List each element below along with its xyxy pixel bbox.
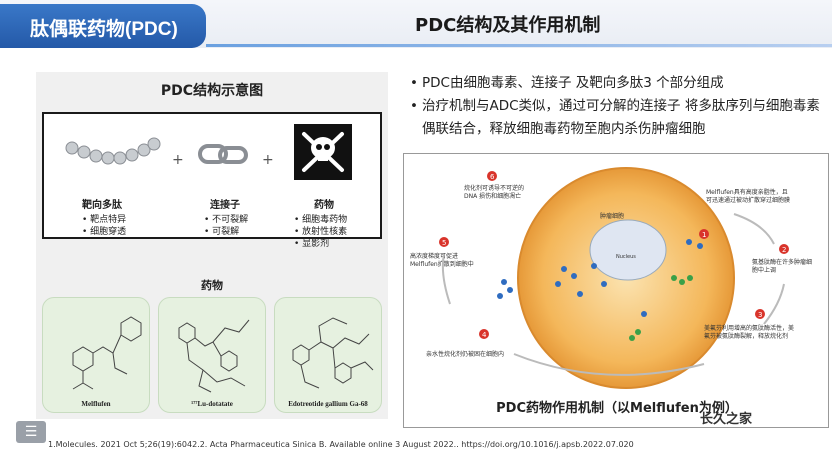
component-linker-list: 不可裂解 可裂解 xyxy=(204,214,248,238)
list-item: 细胞穿透 xyxy=(82,226,126,238)
plus-sign: + xyxy=(262,152,274,168)
drug-name: Melflufen xyxy=(81,400,111,408)
step-6-text: 烷化剂可诱导不可逆的 xyxy=(464,184,524,192)
linker-chain-icon xyxy=(198,144,248,164)
molecule-structure-icon xyxy=(292,317,374,389)
toxin-skull-icon xyxy=(294,124,352,180)
mechanism-caption: PDC药物作用机制（以Melflufen为例） xyxy=(496,401,738,416)
mechanism-illustration: 肿瘤细胞 Nucleus 1 2 3 4 5 6 Melflufen具有高度亲脂… xyxy=(410,167,812,389)
step-1-marker: 1 xyxy=(699,229,709,239)
reference-footer: 1.Molecules. 2021 Oct 5;26(19):6042.2. A… xyxy=(48,440,634,449)
cell-label: 肿瘤细胞 xyxy=(600,212,624,220)
component-drug-list: 细胞毒药物 放射性核素 显影剂 xyxy=(294,214,347,250)
list-item: 放射性核素 xyxy=(294,226,347,238)
drugs-title: 药物 xyxy=(201,279,223,292)
list-item: 靶点特异 xyxy=(82,214,126,226)
step-3-marker: 3 xyxy=(755,309,765,319)
svg-text:1: 1 xyxy=(702,231,706,239)
drug-card-melflufen: Melflufen xyxy=(42,297,150,413)
svg-text:5: 5 xyxy=(442,239,446,247)
header-divider xyxy=(206,44,832,47)
drug-card-lu-dotatate: ¹⁷⁷Lu-dotatate xyxy=(158,297,266,413)
step-2-text: 氨基肽酶在许多肿瘤细 xyxy=(752,258,812,266)
step-5-text: Melflufen扩散到细胞中 xyxy=(410,260,474,268)
component-drug-label: 药物 xyxy=(314,200,334,211)
step-2-text: 胞中上调 xyxy=(752,266,776,274)
bullet-item: PDC由细胞毒素、连接子 及靶向多肽3 个部分组成 xyxy=(410,72,820,95)
list-item: 可裂解 xyxy=(204,226,248,238)
step-5-marker: 5 xyxy=(439,237,449,247)
drug-card-edotreotide: Edotreotide gallium Ga-68 xyxy=(274,297,382,413)
structure-title: PDC结构示意图 xyxy=(160,83,264,99)
component-peptide-label: 靶向多肽 xyxy=(82,200,122,211)
nucleus xyxy=(589,219,667,281)
peptide-chain-icon xyxy=(65,137,161,165)
plus-sign: + xyxy=(172,152,184,168)
list-item: 显影剂 xyxy=(294,238,347,250)
nucleus-label: Nucleus xyxy=(616,254,636,260)
step-1-text: 可迅速通过被动扩散穿过细胞膜 xyxy=(706,196,790,204)
component-linker-label: 连接子 xyxy=(210,200,240,211)
svg-text:3: 3 xyxy=(758,311,762,319)
structure-panel: PDC结构示意图 + + xyxy=(36,72,388,419)
step-4-marker: 4 xyxy=(479,329,489,339)
step-2-marker: 2 xyxy=(779,244,789,254)
step-3-text: 美氟芬利用增高的氨肽酶活性，美 xyxy=(704,324,794,332)
list-item: 不可裂解 xyxy=(204,214,248,226)
header-tab: 肽偶联药物(PDC) xyxy=(0,4,206,48)
step-5-text: 高浓度梯度可促进 xyxy=(410,252,458,260)
section-title: 肽偶联药物(PDC) xyxy=(30,19,178,40)
step-4-text: 亲水性烷化剂仍被困在细胞内 xyxy=(426,350,504,358)
component-peptide-list: 靶点特异 细胞穿透 xyxy=(82,214,126,238)
bullet-item: 治疗机制与ADC类似，通过可分解的连接子 将多肽序列与细胞毒素偶联结合，释放细胞… xyxy=(410,95,820,141)
molecule-structure-icon xyxy=(178,319,250,393)
step-6-marker: 6 xyxy=(487,171,497,181)
svg-text:6: 6 xyxy=(490,173,495,181)
mechanism-diagram: 肿瘤细胞 Nucleus 1 2 3 4 5 6 Melflufen具有高度亲脂… xyxy=(403,153,829,428)
molecule-structure-icon xyxy=(72,316,142,390)
molecule-dots xyxy=(497,239,703,317)
svg-text:4: 4 xyxy=(482,331,487,339)
watermark-text: 长久之家 xyxy=(700,412,753,427)
step-1-text: Melflufen具有高度亲脂性，且 xyxy=(706,188,788,196)
structure-diagram: + + 靶向多肽 靶点特异 细胞穿透 连接子 xyxy=(42,112,382,249)
cycle-arrows xyxy=(441,213,785,376)
header-bar: 肽偶联药物(PDC) PDC结构及其作用机制 xyxy=(0,0,832,48)
list-item: 细胞毒药物 xyxy=(294,214,347,226)
page-title: PDC结构及其作用机制 xyxy=(415,15,601,36)
drug-name: ¹⁷⁷Lu-dotatate xyxy=(191,400,233,408)
step-markers: 1 2 3 4 5 6 xyxy=(439,171,789,339)
step-3-text: 氟芬被氨肽酶裂解，释放烷化剂 xyxy=(704,332,788,340)
drug-name: Edotreotide gallium Ga-68 xyxy=(288,400,368,408)
bullet-list: PDC由细胞毒素、连接子 及靶向多肽3 个部分组成 治疗机制与ADC类似，通过可… xyxy=(410,72,820,141)
step-6-text: DNA 损伤和细胞凋亡 xyxy=(464,192,521,200)
svg-text:2: 2 xyxy=(782,246,786,254)
menu-button[interactable]: ☰ xyxy=(16,421,46,443)
